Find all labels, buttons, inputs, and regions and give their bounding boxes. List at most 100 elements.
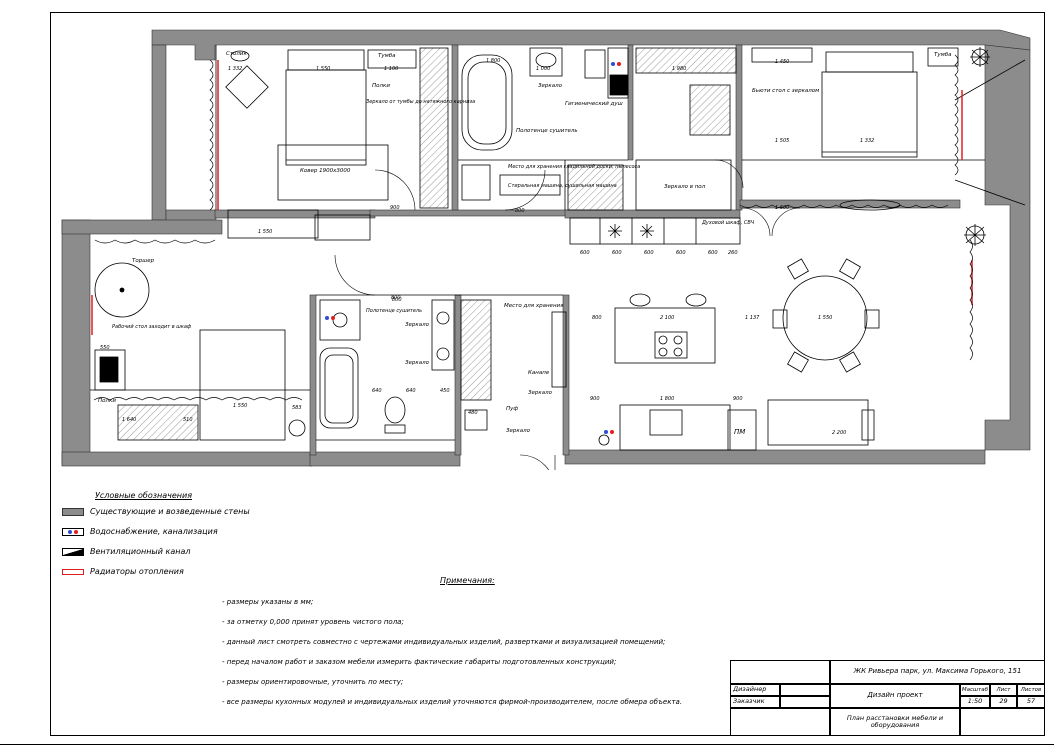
note-item: - перед началом работ и заказом мебели и… bbox=[222, 658, 617, 666]
sheet-label: Лист bbox=[990, 684, 1017, 696]
svg-text:900: 900 bbox=[390, 205, 400, 211]
svg-text:600: 600 bbox=[580, 250, 590, 256]
mirror-bath-label: Зеркало bbox=[538, 83, 563, 89]
svg-text:2 100: 2 100 bbox=[660, 315, 674, 321]
svg-text:800: 800 bbox=[391, 295, 401, 301]
svg-text:550: 550 bbox=[100, 345, 110, 351]
svg-text:1 505: 1 505 bbox=[775, 138, 789, 144]
bathroom-top bbox=[461, 47, 629, 211]
svg-text:640: 640 bbox=[372, 388, 382, 394]
mirror-hall-label: Зеркало bbox=[528, 390, 553, 396]
legend-item-vent: Вентиляционный канал bbox=[62, 547, 190, 556]
walls bbox=[61, 29, 1031, 467]
svg-text:1 550: 1 550 bbox=[258, 229, 272, 235]
closet bbox=[635, 47, 737, 211]
svg-text:1 550: 1 550 bbox=[233, 403, 247, 409]
wall-swatch-icon bbox=[62, 507, 84, 516]
svg-text:1 550: 1 550 bbox=[316, 66, 330, 72]
partitions bbox=[90, 45, 1026, 441]
svg-text:800: 800 bbox=[515, 208, 525, 214]
bottom-rule bbox=[0, 744, 1054, 745]
svg-text:1 100: 1 100 bbox=[384, 66, 398, 72]
plumbing-marks bbox=[325, 62, 621, 434]
radiator-icon bbox=[62, 568, 84, 575]
svg-text:1 980: 1 980 bbox=[672, 66, 686, 72]
svg-text:1 000: 1 000 bbox=[536, 66, 550, 72]
svg-text:260: 260 bbox=[728, 250, 738, 256]
mirror-hall2-label: Зеркало bbox=[506, 428, 531, 434]
note-item: - размеры ориентировочные, уточнить по м… bbox=[222, 678, 404, 686]
storage-place-label: Место для хранения bbox=[504, 303, 564, 309]
sheets-value: 57 bbox=[1017, 696, 1045, 708]
svg-text:1 332: 1 332 bbox=[860, 138, 874, 144]
legend-item-water: Водоснабжение, канализация bbox=[62, 527, 218, 536]
svg-text:600: 600 bbox=[676, 250, 686, 256]
bedroom-right bbox=[751, 47, 959, 211]
dining-table bbox=[767, 258, 880, 446]
svg-text:900: 900 bbox=[733, 396, 743, 402]
svg-text:480: 480 bbox=[468, 410, 478, 416]
floor-plan: Ковер 1900x3000 Столик Полки Тумба Тумба… bbox=[61, 29, 1031, 470]
storage-iron-label: Место для хранения гладильной доски, пыл… bbox=[508, 164, 640, 170]
sheets-label: Листов bbox=[1017, 684, 1045, 696]
vent-icon bbox=[62, 547, 84, 556]
mirror-mid1-label: Зеркало bbox=[405, 322, 430, 328]
bedroom-left bbox=[225, 47, 449, 241]
mirror-floor-label: Зеркало в пол bbox=[664, 184, 706, 190]
svg-text:1 800: 1 800 bbox=[660, 396, 674, 402]
torsher-label: Торшер bbox=[132, 258, 155, 264]
sheet-value: 29 bbox=[990, 696, 1017, 708]
svg-text:1 600: 1 600 bbox=[775, 205, 789, 211]
svg-text:600: 600 bbox=[612, 250, 622, 256]
sofa-label: Канапе bbox=[528, 370, 550, 376]
towel-top-label: Полотенце сушитель bbox=[516, 128, 578, 134]
carpet-label: Ковер 1900x3000 bbox=[300, 168, 351, 174]
designer-label: Дизайнер bbox=[730, 684, 780, 696]
title-block: ЖК Ривьера парк, ул. Максима Горького, 1… bbox=[730, 660, 1045, 736]
svg-text:1 332: 1 332 bbox=[228, 66, 242, 72]
address: ЖК Ривьера парк, ул. Максима Горького, 1… bbox=[830, 660, 1045, 684]
svg-text:1 640: 1 640 bbox=[122, 417, 136, 423]
mirror-left-label: Зеркало от тумбы до натяжного карниза bbox=[366, 99, 475, 105]
mirror-mid2-label: Зеркало bbox=[405, 360, 430, 366]
svg-text:800: 800 bbox=[592, 315, 602, 321]
tumba-right-label: Тумба bbox=[934, 52, 952, 58]
legend-item-walls: Существующие и возведенные стены bbox=[62, 507, 250, 516]
kitchen bbox=[551, 217, 757, 451]
note-item: - все размеры кухонных модулей и индивид… bbox=[222, 698, 683, 706]
svg-text:800: 800 bbox=[392, 297, 402, 303]
beauty-table-label: Бьюти стол с зеркалом bbox=[752, 88, 819, 94]
svg-text:600: 600 bbox=[708, 250, 718, 256]
svg-text:1 450: 1 450 bbox=[775, 59, 789, 65]
svg-text:583: 583 bbox=[292, 405, 302, 411]
svg-text:900: 900 bbox=[590, 396, 600, 402]
window-curtains bbox=[93, 54, 973, 401]
svg-text:1 800: 1 800 bbox=[486, 58, 500, 64]
project-name: Дизайн проект bbox=[830, 684, 960, 708]
plumbing-icon bbox=[62, 527, 84, 536]
shelves-left-label: Полки bbox=[98, 398, 116, 404]
note-item: - за отметку 0,000 принят уровень чистог… bbox=[222, 618, 404, 626]
table-label: Столик bbox=[226, 51, 247, 57]
pouf-label: Пуф bbox=[506, 406, 518, 412]
pm-label: ПМ bbox=[734, 428, 745, 436]
towel-mid-label: Полотенце сушитель bbox=[366, 308, 422, 314]
svg-text:1 137: 1 137 bbox=[745, 315, 760, 321]
oven-label: Духовой шкаф, СВЧ bbox=[701, 220, 755, 226]
svg-text:510: 510 bbox=[183, 417, 193, 423]
work-table-label: Рабочий стол заходит в шкаф bbox=[112, 324, 192, 330]
radiators bbox=[91, 60, 973, 335]
svg-text:1 550: 1 550 bbox=[818, 315, 832, 321]
svg-text:600: 600 bbox=[644, 250, 654, 256]
sheet-frame bbox=[50, 12, 1045, 736]
scale-value: 1:50 bbox=[960, 696, 990, 708]
legend-title: Условные обозначения bbox=[95, 491, 193, 500]
legend-item-radiator: Радиаторы отопления bbox=[62, 567, 184, 576]
dimensions: 1 332 1 550 1 100 1 000 1 980 1 450 1 80… bbox=[100, 58, 874, 436]
sheet-title: План расстановки мебели и оборудования bbox=[830, 708, 960, 736]
shelves-label: Полки bbox=[372, 83, 390, 89]
study bbox=[94, 262, 306, 441]
scale-label: Масштаб bbox=[960, 684, 990, 696]
svg-text:2 200: 2 200 bbox=[832, 430, 846, 436]
